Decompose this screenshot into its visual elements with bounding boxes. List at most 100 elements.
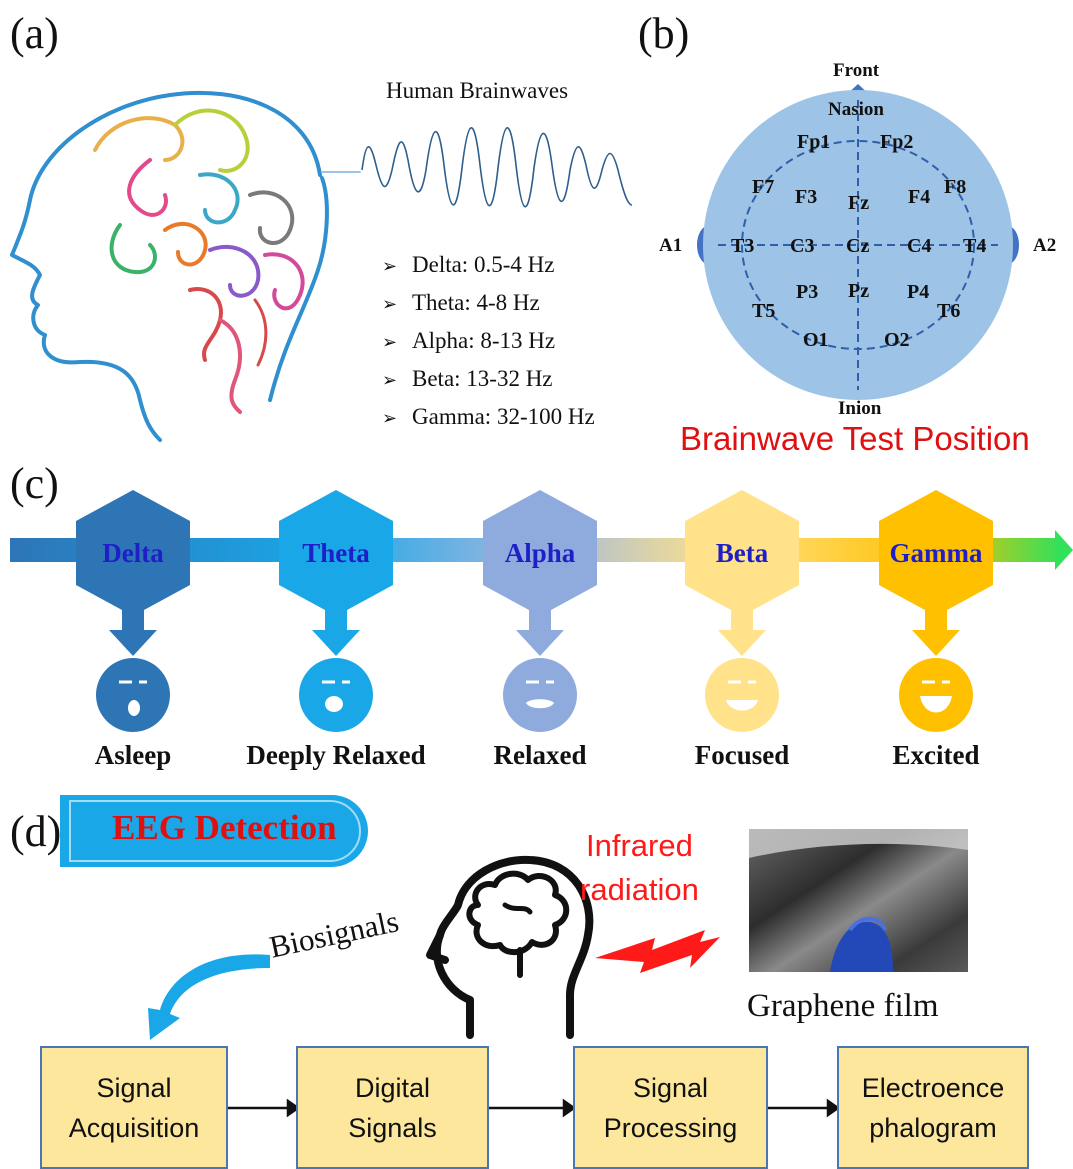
electrode-label: Cz	[846, 235, 870, 257]
front-label: Front	[833, 60, 880, 81]
electrode-label: T5	[752, 300, 776, 322]
electrode-label: F3	[795, 186, 818, 208]
infrared-line-2: radiation	[580, 872, 699, 907]
wave-name-label: Theta	[302, 538, 370, 568]
electrode-label: O1	[803, 329, 829, 351]
arrow-bullet-icon: ➢	[382, 256, 398, 277]
arrow-bullet-icon: ➢	[382, 332, 398, 353]
head-profile-icon	[10, 90, 361, 442]
face-mouth	[325, 696, 343, 712]
step-electroencephalogram: Electroence phalogram	[837, 1046, 1029, 1169]
nasion-label: Nasion	[828, 99, 884, 120]
down-arrow-icon	[312, 600, 360, 656]
wave-title: Human Brainwaves	[386, 78, 569, 103]
arrow-bullet-icon: ➢	[382, 408, 398, 429]
inion-label: Inion	[838, 398, 882, 419]
band-item: ➢Delta: 0.5-4 Hz	[382, 246, 595, 284]
wave-state-label: Focused	[694, 740, 790, 770]
electrode-label: C3	[790, 235, 815, 257]
wave-state-label: Relaxed	[493, 740, 587, 770]
biosignals-arrow-icon	[148, 954, 270, 1040]
wave-hexagon	[879, 490, 993, 616]
band-item: ➢Gamma: 32-100 Hz	[382, 398, 595, 436]
electrode-label: T4	[963, 235, 987, 257]
face-mouth	[526, 699, 554, 709]
wave-hexagon	[685, 490, 799, 616]
wave-name-label: Beta	[715, 538, 769, 568]
electrode-label: P3	[796, 281, 819, 303]
left-ear-label: A1	[659, 235, 683, 256]
step-line: Acquisition	[68, 1112, 200, 1143]
step-line: Signals	[348, 1112, 437, 1143]
electrode-label: T6	[937, 300, 961, 322]
band-item: ➢Alpha: 8-13 Hz	[382, 322, 595, 360]
wave-name-label: Alpha	[504, 538, 576, 568]
electrode-label: F4	[908, 186, 931, 208]
arrow-bullet-icon: ➢	[382, 294, 398, 315]
eeg-badge-shape	[60, 795, 368, 867]
arrow-bullet-icon: ➢	[382, 370, 398, 391]
mood-face-icon	[503, 658, 577, 732]
electrode-label: F7	[752, 176, 775, 198]
spectrum-arrow-icon	[1055, 530, 1073, 570]
wave-state-label: Excited	[892, 740, 980, 770]
step-line: Processing	[603, 1112, 738, 1143]
electrode-label: T3	[731, 235, 755, 257]
mood-face-icon	[299, 658, 373, 732]
wave-hexagon	[279, 490, 393, 616]
electrode-label: F8	[944, 176, 967, 198]
electrode-map-caption: Brainwave Test Position	[680, 420, 1030, 457]
electrode-label: Pz	[848, 280, 870, 302]
step-line: Electroence	[861, 1072, 1005, 1103]
electrode-label: Fz	[848, 192, 870, 214]
electrode-label: Fp1	[797, 131, 831, 153]
wave-state-label: Asleep	[94, 740, 172, 770]
electrode-label: P4	[907, 281, 930, 303]
right-ear-label: A2	[1033, 235, 1057, 256]
step-line: Signal	[632, 1072, 709, 1103]
band-item: ➢Theta: 4-8 Hz	[382, 284, 595, 322]
infrared-line-1: Infrared	[586, 828, 693, 863]
step-line: Signal	[96, 1072, 172, 1103]
wave-name-label: Gamma	[889, 538, 983, 568]
head-brain-icon	[426, 855, 594, 1039]
down-arrow-icon	[912, 600, 960, 656]
panel-label-b: (b)	[638, 9, 690, 58]
face-mouth	[920, 696, 952, 713]
mood-face-icon	[899, 658, 973, 732]
infrared-bolt-icon	[595, 930, 720, 973]
mood-face-icon	[96, 658, 170, 732]
panel-label-c: (c)	[10, 459, 59, 508]
wave-state-label: Deeply Relaxed	[246, 740, 426, 770]
down-arrow-icon	[516, 600, 564, 656]
eeg-badge-label: EEG Detection	[112, 808, 337, 847]
wave-hexagon	[483, 490, 597, 616]
brainwave-waveform	[361, 127, 633, 208]
panel-label-d: (d)	[10, 807, 62, 856]
face-mouth	[726, 700, 758, 711]
step-line: Digital	[354, 1072, 431, 1103]
band-list: ➢Delta: 0.5-4 Hz ➢Theta: 4-8 Hz ➢Alpha: …	[382, 246, 595, 436]
mood-face-icon	[705, 658, 779, 732]
band-item: ➢Beta: 13-32 Hz	[382, 360, 595, 398]
graphene-film-photo	[749, 829, 968, 972]
electrode-label: O2	[884, 329, 910, 351]
face-mouth	[128, 700, 140, 716]
electrode-label: C4	[907, 235, 932, 257]
panel-label-a: (a)	[10, 9, 59, 58]
infrared-label: Infrared radiation	[580, 824, 699, 912]
down-arrow-icon	[109, 600, 157, 656]
wave-name-label: Delta	[102, 538, 164, 568]
step-line: phalogram	[869, 1112, 997, 1143]
down-arrow-icon	[718, 600, 766, 656]
graphene-film-caption: Graphene film	[747, 988, 939, 1024]
wave-hexagon	[76, 490, 190, 616]
flow-arrows	[228, 1098, 841, 1118]
